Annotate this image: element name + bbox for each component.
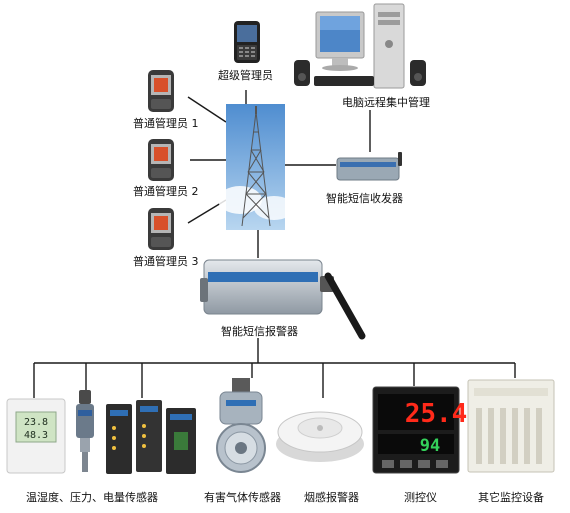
gas-sensor-icon [216, 378, 266, 473]
humidity-sensor-icon: 23.8 48.3 [6, 398, 66, 474]
computer-icon [294, 3, 426, 89]
admin3-phone-icon [148, 208, 174, 250]
controller-icon: 25.4 94 [372, 386, 467, 474]
pc-remote-label: 电脑远程集中管理 [342, 96, 430, 109]
humidity-display-top: 23.8 [24, 417, 48, 428]
super-admin-phone-icon [234, 21, 260, 63]
sensors-label: 温湿度、压力、电量传感器 [26, 491, 158, 504]
smoke-alarm-label: 烟感报警器 [304, 491, 359, 504]
other-device-label: 其它监控设备 [478, 491, 544, 504]
line-admin1-tower [187, 96, 227, 123]
admin3-label: 普通管理员 3 [133, 255, 199, 268]
humidity-display-bottom: 48.3 [24, 430, 48, 441]
sms-transceiver-label: 智能短信收发器 [326, 192, 403, 205]
controller-label: 测控仪 [404, 491, 437, 504]
smoke-alarm-icon [276, 411, 364, 462]
admin2-label: 普通管理员 2 [133, 185, 199, 198]
controller-display-bottom: 94 [420, 436, 440, 456]
gas-sensor-label: 有害气体传感器 [204, 491, 281, 504]
admin2-phone-icon [148, 139, 174, 181]
admin1-label: 普通管理员 1 [133, 117, 199, 130]
controller-display-top: 25.4 [405, 399, 468, 429]
sms-alarm-label: 智能短信报警器 [221, 325, 298, 338]
other-device-icon [467, 379, 555, 473]
signal-tower-icon [218, 104, 294, 230]
sms-alarm-icon [200, 259, 366, 340]
pressure-sensor-icon [76, 390, 94, 472]
sms-transceiver-icon [336, 152, 402, 181]
admin1-phone-icon [148, 70, 174, 112]
power-sensor-icon [106, 400, 196, 474]
super-admin-label: 超级管理员 [218, 69, 273, 82]
